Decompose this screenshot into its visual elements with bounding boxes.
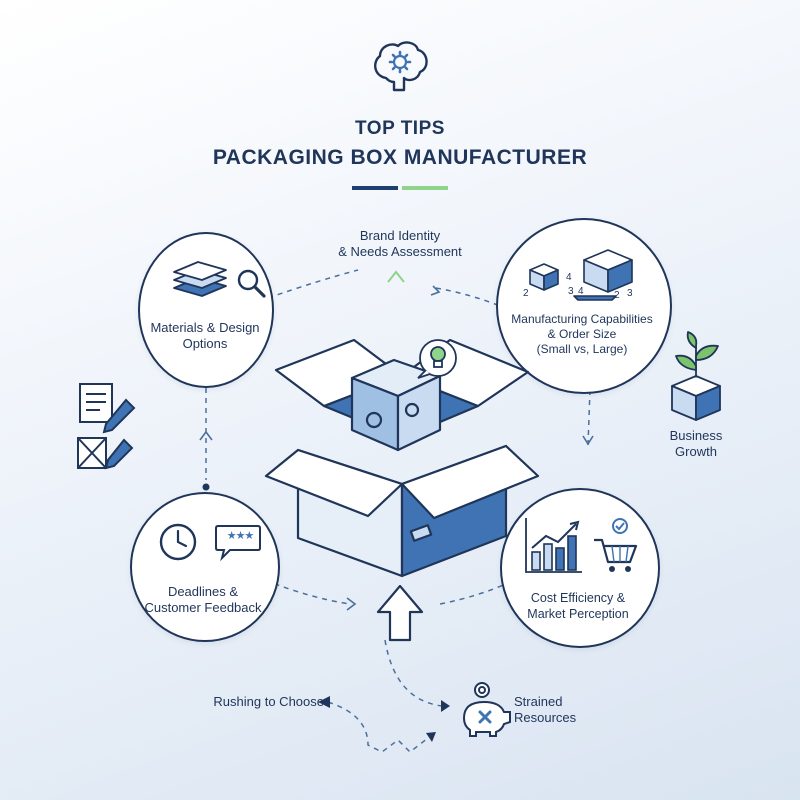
piggy-bank-x-icon (462, 682, 511, 737)
brand-identity-line1: Brand Identity (359, 228, 441, 243)
step-manufacturing-circle (496, 218, 672, 394)
document-pencil-icon (77, 383, 136, 470)
deadlines-line2: Customer Feedback (144, 600, 262, 615)
digit-3: 3 (568, 286, 574, 297)
strained-resources-label: Strained Resources (514, 694, 594, 726)
accent-bar-green (402, 186, 448, 190)
manufacturing-line3: (Small vs, Large) (536, 342, 628, 356)
digit-4: 4 (578, 286, 584, 297)
step-deadlines-label: Deadlines & Customer Feedback (140, 584, 266, 616)
accent-bar-navy (352, 186, 398, 190)
business-growth-line1: Business (669, 428, 723, 443)
materials-line1: Materials & Design (150, 320, 260, 335)
step-manufacturing-label: Manufacturing Capabilities & Order Size … (500, 312, 664, 357)
title-line-1: TOP TIPS (355, 118, 445, 139)
chart-cart-icon (525, 518, 638, 573)
brain-gear-icon (374, 41, 428, 92)
digit-1: 2 (523, 288, 529, 299)
strained-line1: Strained (514, 694, 563, 709)
clock-review-icon (159, 523, 261, 562)
materials-line2: Options (182, 336, 228, 351)
step-cost-label: Cost Efficiency & Market Perception (510, 590, 646, 622)
boxes-conveyor-icon (529, 249, 633, 301)
digit-5: 2 (614, 290, 620, 301)
cost-line2: Market Perception (527, 607, 629, 621)
step-brand-identity: Brand Identity & Needs Assessment (300, 228, 500, 260)
review-stars: ★★★ (226, 530, 255, 542)
brand-identity-line2: & Needs Assessment (338, 244, 462, 259)
plant-box-icon (671, 331, 721, 421)
business-growth-label: Business Growth (650, 428, 742, 460)
manufacturing-line2: & Order Size (547, 327, 617, 341)
digit-2: 4 (566, 272, 572, 283)
digit-6: 3 (627, 288, 633, 299)
step-materials-circle (138, 232, 274, 388)
business-growth-line2: Growth (675, 444, 717, 459)
rushing-to-choose: Rushing to Choose (213, 694, 324, 709)
step-deadlines-circle (130, 492, 280, 642)
cost-line1: Cost Efficiency & (530, 591, 626, 605)
strained-line2: Resources (514, 710, 577, 725)
layers-magnifier-icon (173, 261, 266, 298)
deadlines-line1: Deadlines & (167, 584, 239, 599)
open-box-puzzle-bulb-icon (264, 338, 540, 578)
step-materials-label: Materials & Design Options (150, 320, 260, 352)
title-line-2: PACKAGING BOX MANUFACTURER (212, 146, 588, 169)
manufacturing-line1: Manufacturing Capabilities (511, 312, 653, 326)
